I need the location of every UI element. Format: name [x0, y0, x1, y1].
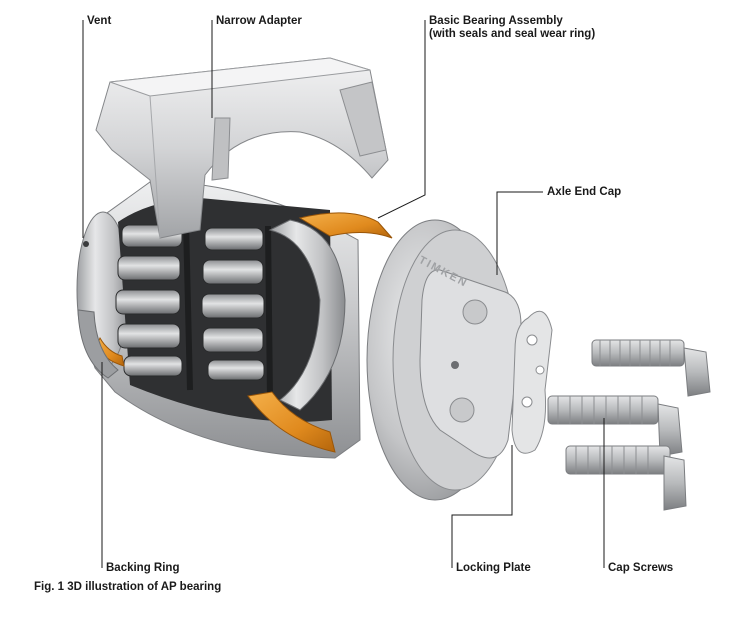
label-locking-plate: Locking Plate	[456, 562, 531, 574]
label-axle-end-cap: Axle End Cap	[547, 186, 622, 198]
label-cap-screws: Cap Screws	[608, 562, 674, 574]
roller-row-left	[115, 224, 183, 377]
label-basic-bearing-note: (with seals and seal wear ring)	[429, 28, 596, 40]
seal-wear-ring	[95, 212, 393, 453]
roller-row-right	[201, 227, 265, 381]
figure-caption: Fig. 1 3D illustration of AP bearing	[34, 581, 222, 593]
narrow-adapter	[95, 57, 389, 239]
cap-screw-3	[565, 445, 687, 511]
leader-basic-bearing	[377, 20, 426, 219]
label-basic-bearing-assembly: Basic Bearing Assembly	[429, 15, 563, 27]
leader-lines	[82, 20, 605, 568]
cap-screw-1	[591, 339, 711, 397]
locking-plate	[511, 310, 553, 454]
cap-screw-2	[547, 395, 683, 457]
roller-rows	[115, 198, 346, 422]
backing-ring	[77, 309, 119, 379]
leader-axle-end-cap	[496, 191, 543, 275]
label-backing-ring: Backing Ring	[106, 562, 180, 574]
vent-hole-icon	[83, 241, 89, 247]
label-narrow-adapter: Narrow Adapter	[216, 15, 302, 27]
leader-locking-plate	[451, 445, 513, 568]
cap-screws	[547, 339, 711, 511]
axle-end-cap: TIMKEN	[366, 219, 522, 501]
label-vent: Vent	[87, 15, 112, 27]
